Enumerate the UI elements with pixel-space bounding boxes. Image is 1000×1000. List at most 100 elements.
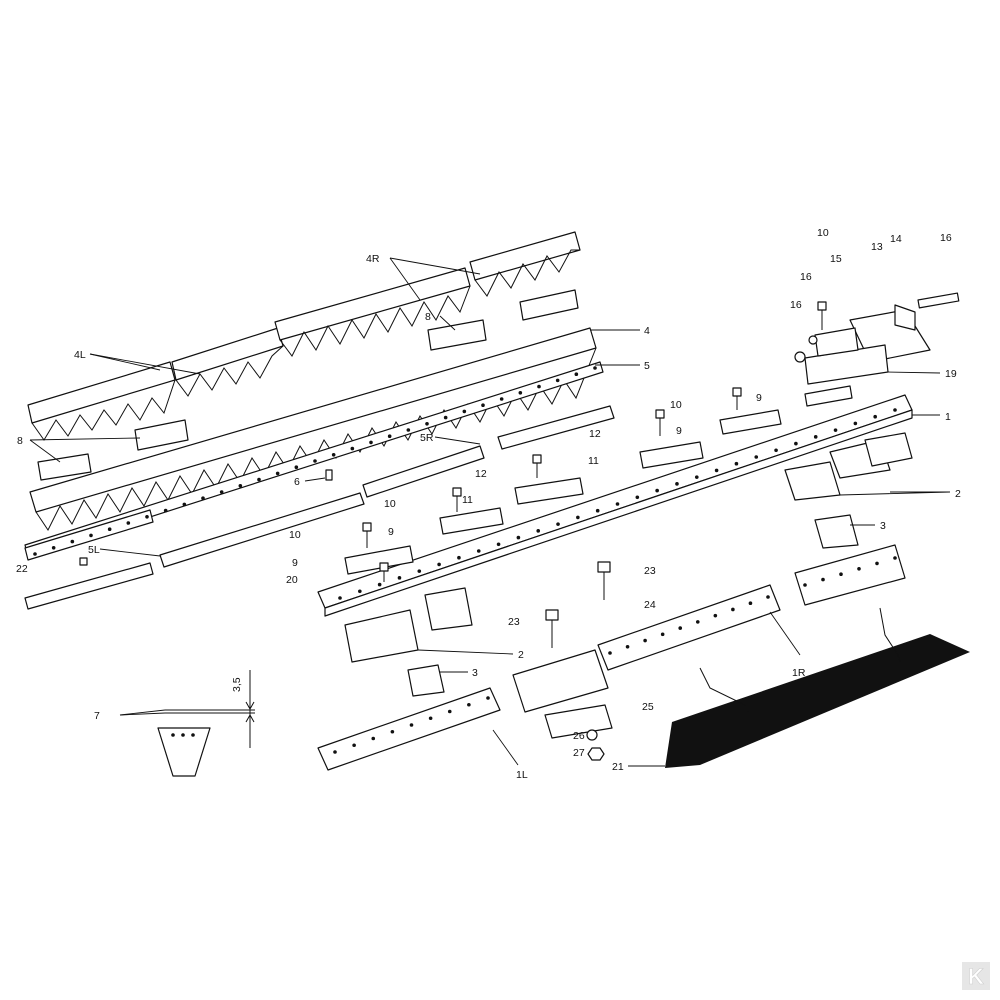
bolt-hole (338, 596, 342, 600)
bolt-hole (803, 583, 807, 587)
bolt-hole (163, 508, 168, 513)
bolt-hole (496, 542, 501, 547)
bolt-hole (615, 502, 620, 506)
bolt-hole (219, 490, 224, 494)
callout-10-d: 10 (289, 529, 301, 541)
bolt-hole (875, 561, 879, 566)
callout-3-left: 3 (472, 667, 478, 679)
callout-4: 4 (644, 325, 650, 337)
bolt-hole (377, 582, 382, 587)
callout-8-upper: 8 (425, 311, 431, 323)
callout-25: 25 (642, 701, 654, 713)
brand-letter: K (968, 964, 984, 989)
bolt-hole (714, 468, 719, 473)
bolt-hole (417, 569, 422, 573)
knife-back-bar-5 (24, 361, 615, 610)
bolt-hole (275, 471, 280, 476)
bolt-hole (350, 446, 355, 451)
callout-10-b: 10 (670, 399, 682, 411)
callout-15: 15 (830, 253, 842, 265)
bolt-hole (675, 482, 679, 486)
callout-1: 1 (945, 411, 951, 423)
brand-logo: K (962, 962, 990, 990)
knife-head-assembly (794, 292, 960, 385)
callout-26: 26 (573, 730, 585, 742)
bolt-hole (107, 527, 112, 531)
callout-2-left: 2 (518, 649, 524, 661)
callout-14: 14 (890, 233, 902, 245)
callout-16-right: 16 (940, 232, 952, 244)
bolt-hole (536, 529, 541, 533)
bolt-hole (853, 421, 858, 426)
bolt-hole (794, 441, 798, 446)
bolt-hole (182, 502, 187, 507)
dimension-label: 3,5 (231, 677, 243, 692)
bolt-hole (839, 572, 843, 576)
bolt-hole (873, 414, 877, 419)
bolt-hole (678, 626, 683, 630)
guards-2-left (344, 587, 473, 663)
bolt-hole (313, 459, 317, 463)
bolt-hole (467, 702, 471, 707)
leader-lines (29, 257, 951, 767)
bolt-hole (556, 522, 560, 526)
callout-5: 5 (644, 360, 650, 372)
canvas-belt-21 (665, 607, 970, 768)
callout-9-b: 9 (676, 425, 682, 437)
bolt-hole (766, 595, 770, 599)
bolt-hole (595, 508, 600, 513)
callout-23-right: 23 (644, 565, 656, 577)
bolt-hole (428, 716, 433, 721)
bolt-hole (660, 632, 665, 637)
callout-11-left: 11 (462, 494, 473, 506)
bolt-hole (537, 384, 541, 389)
callout-10-c: 10 (384, 498, 396, 510)
callout-23-left: 23 (508, 616, 520, 628)
bolt-hole (358, 589, 362, 594)
callout-10-top: 10 (817, 227, 829, 239)
callout-4l: 4L (74, 349, 86, 361)
bolt-hole (695, 620, 700, 624)
callout-27: 27 (573, 747, 585, 759)
callout-8-left: 8 (17, 435, 23, 447)
bolt-hole (574, 372, 579, 377)
callout-4r: 4R (366, 253, 380, 265)
callout-12-right: 12 (589, 428, 601, 440)
callout-labels: 4R 4L 4 5 8 8 5R 6 5L 22 10 13 14 16 16 … (16, 227, 961, 781)
bolt-hole (387, 434, 392, 439)
callout-9-d: 9 (292, 557, 298, 569)
bolt-hole (390, 729, 395, 734)
callout-9-c: 9 (388, 526, 394, 538)
bolt-hole (518, 391, 523, 395)
callout-24: 24 (644, 599, 656, 611)
bolts (79, 301, 827, 648)
bolt-hole (126, 521, 131, 525)
bolt-hole (655, 488, 659, 493)
bolt-hole (409, 723, 414, 727)
bolt-hole (713, 613, 718, 618)
guard-3-right (814, 514, 859, 549)
plates-9-11 (344, 385, 853, 575)
bolt-hole (893, 408, 897, 412)
bolt-hole (33, 552, 37, 556)
callout-7: 7 (94, 710, 100, 722)
cutter-bar-1 (317, 394, 913, 617)
callout-9-top: 9 (756, 392, 762, 404)
bolt-hole (481, 403, 485, 408)
callout-3-right: 3 (880, 520, 886, 532)
bolt-hole (774, 448, 778, 453)
bolt-hole (625, 644, 630, 649)
bolt-hole (437, 562, 441, 567)
bolt-hole (593, 366, 597, 370)
clamp-assembly (544, 704, 613, 761)
bolt-hole (857, 567, 861, 571)
callout-19: 19 (945, 368, 957, 380)
knife-section-detail-7 (157, 670, 255, 777)
bolt-hole (201, 496, 205, 501)
callout-1l: 1L (516, 769, 528, 781)
callout-5r: 5R (420, 432, 434, 444)
bolt-hole (576, 515, 580, 520)
bolt-hole (406, 428, 411, 432)
